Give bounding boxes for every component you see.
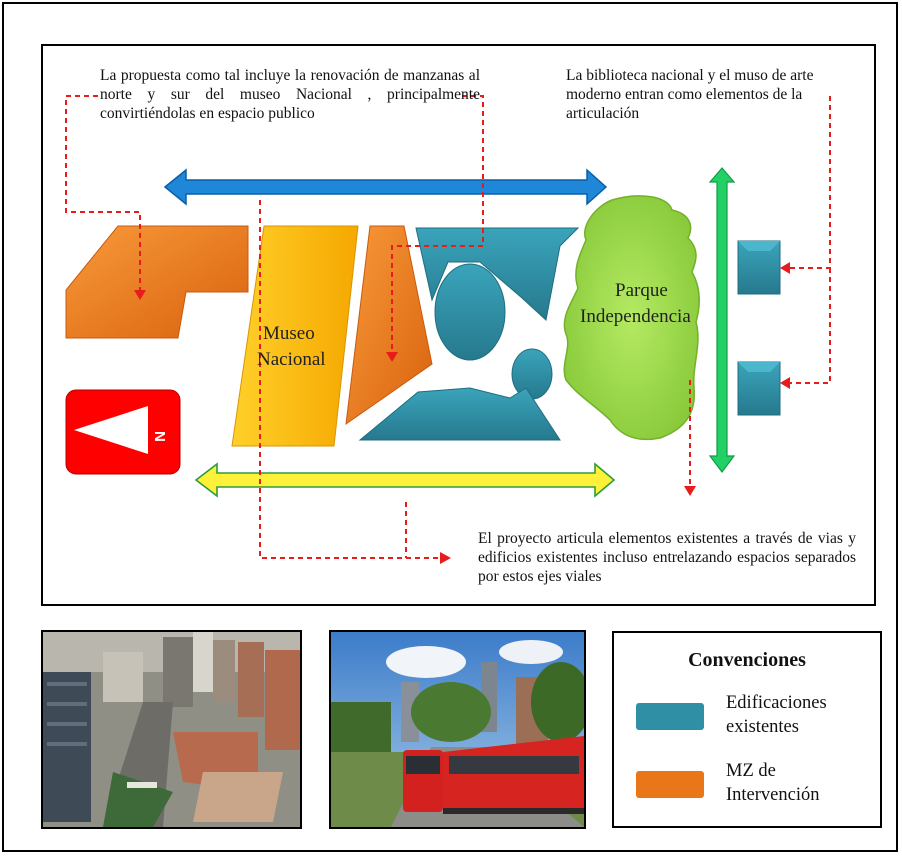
- teal-building-oval-small: [511, 348, 553, 400]
- legend-panel: Convenciones Edificaciones existentes MZ…: [612, 631, 882, 828]
- orange-intervention-block-middle: [345, 225, 433, 426]
- green-axis-arrow: [708, 167, 736, 473]
- museo-nacional-block: [231, 225, 359, 447]
- transmilenio-bus-photo: [329, 630, 586, 829]
- museum-label-line2: Nacional: [257, 349, 326, 370]
- dashed-connectors: [65, 95, 831, 559]
- library-note: La biblioteca nacional y el muso de arte…: [566, 67, 814, 122]
- teal-building-bottom: [358, 387, 561, 441]
- teal-building-oval-large: [434, 263, 506, 361]
- legend-label-intervention: MZ de Intervención: [726, 759, 820, 807]
- legend-label-existing-buildings: Edificaciones existentes: [726, 691, 827, 739]
- parque-independencia-area: [563, 195, 700, 441]
- museum-label-line1: Museo: [263, 323, 315, 344]
- legend-label-intervention-line1: MZ de: [726, 761, 776, 781]
- teal-building-top: [415, 227, 580, 321]
- proposal-note: La propuesta como tal incluye la renovac…: [100, 67, 480, 122]
- museo-arte-moderno-block: [737, 361, 781, 416]
- legend-swatch-intervention: [636, 771, 704, 798]
- legend-label-existing-line1: Edificaciones: [726, 693, 827, 713]
- aerial-city-photo: [41, 630, 302, 829]
- legend-swatch-existing-buildings: [636, 703, 704, 730]
- north-arrow-sign: [65, 389, 181, 475]
- park-label-line2: Independencia: [580, 306, 691, 327]
- north-letter: N: [151, 431, 168, 442]
- biblioteca-nacional-block: [737, 240, 781, 295]
- legend-label-existing-line2: existentes: [726, 717, 799, 737]
- yellow-axis-arrow: [194, 462, 616, 498]
- blue-axis-arrow: [163, 168, 608, 206]
- dashed-arrowheads: [134, 262, 790, 564]
- project-note: El proyecto articula elementos existente…: [478, 530, 856, 585]
- legend-label-intervention-line2: Intervención: [726, 785, 820, 805]
- orange-intervention-block-left: [65, 225, 249, 339]
- legend-title: Convenciones: [688, 649, 806, 671]
- park-label-line1: Parque: [615, 280, 668, 301]
